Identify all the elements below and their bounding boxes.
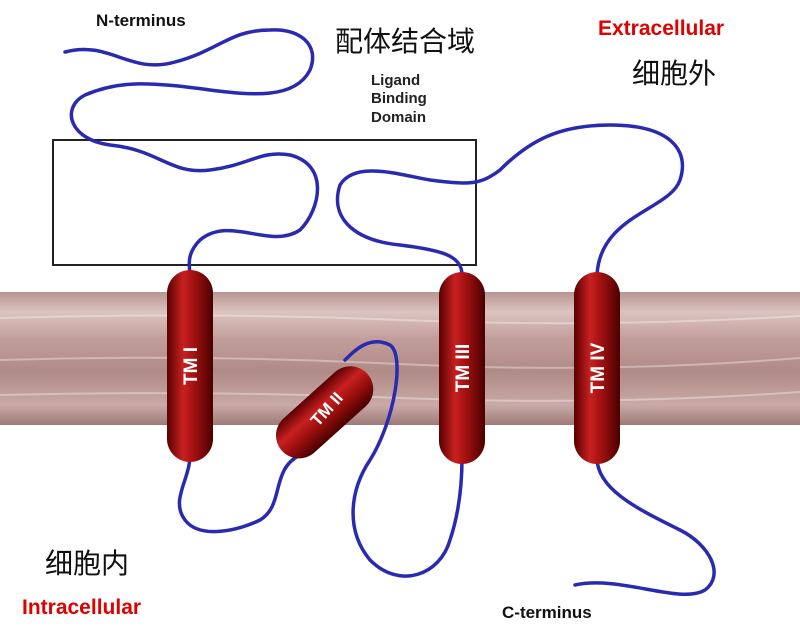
helix-tm1 bbox=[167, 270, 213, 462]
n-terminus-label: N-terminus bbox=[96, 11, 186, 30]
helix-label-tm1: TM I bbox=[181, 347, 202, 385]
cell-membrane bbox=[0, 292, 800, 425]
helix-tm3 bbox=[439, 272, 485, 464]
helix-label-tm4: TM IV bbox=[588, 342, 609, 393]
ligand-binding-box bbox=[52, 139, 477, 266]
ligand-word: Ligand bbox=[371, 72, 421, 89]
ligand-binding-cn-label: 配体结合域 bbox=[335, 25, 476, 58]
helix-tm4 bbox=[574, 272, 620, 464]
intracellular-en-label: Intracellular bbox=[22, 596, 142, 619]
intracellular-cn-label: 细胞内 bbox=[45, 547, 130, 580]
helix-tm2 bbox=[275, 366, 374, 459]
ligand-binding-en-label: Ligand Binding Domain bbox=[371, 72, 427, 127]
binding-word: Binding bbox=[371, 90, 427, 108]
c-terminus-label: C-terminus bbox=[502, 603, 592, 622]
protein-chain bbox=[63, 28, 716, 596]
extracellular-en-label: Extracellular bbox=[598, 17, 725, 40]
helix-label-tm3: TM III bbox=[453, 344, 474, 393]
domain-word: Domain bbox=[371, 108, 427, 126]
extracellular-cn-label: 细胞外 bbox=[632, 57, 717, 90]
